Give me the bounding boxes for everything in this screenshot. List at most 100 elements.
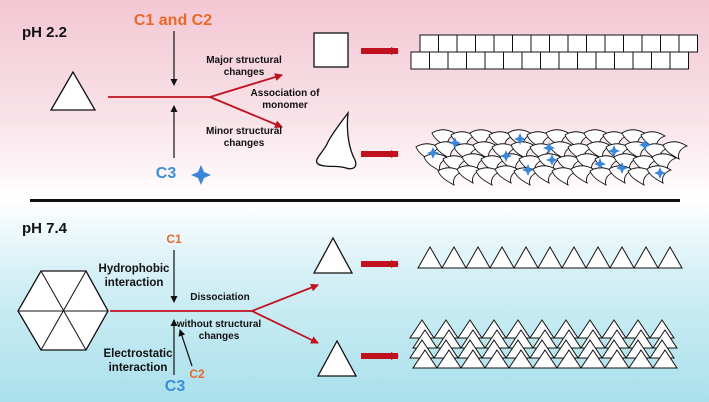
bottom-pathway-upper-branch xyxy=(251,283,319,312)
fibril-unit xyxy=(545,129,572,148)
bottom-pathway-lower-branch xyxy=(251,310,319,344)
square-block xyxy=(466,51,486,70)
blue-star-icon xyxy=(546,154,558,166)
panel-divider xyxy=(30,199,680,202)
stacked-triangle-aggregate xyxy=(409,319,678,369)
top-compound-c1-c2: C1 and C2 xyxy=(134,12,212,29)
top-upper-label-line1: Major structural xyxy=(206,55,282,66)
triangle-unit xyxy=(508,349,534,369)
fibril-unit xyxy=(605,143,632,162)
square-block xyxy=(521,51,541,70)
square-monomer-icon xyxy=(313,32,349,68)
square-block xyxy=(558,51,578,70)
square-block xyxy=(540,51,560,70)
fibril-unit xyxy=(518,155,545,174)
fibril-unit xyxy=(453,143,480,162)
top-compound-c3: C3 xyxy=(156,165,177,182)
square-block xyxy=(577,51,597,70)
fibril-unit xyxy=(480,155,507,174)
fibril-unit xyxy=(575,153,602,172)
square-block xyxy=(475,34,495,53)
bottom-c2-arrow xyxy=(178,329,193,367)
top-upper-label-line2: changes xyxy=(224,67,265,78)
square-block xyxy=(410,51,430,70)
triangle-unit xyxy=(628,349,654,369)
square-block xyxy=(660,34,680,53)
triangle-unit xyxy=(460,349,486,369)
fibril-unit xyxy=(570,165,597,184)
square-block xyxy=(567,34,587,53)
square-block xyxy=(669,51,689,70)
triangle-unit xyxy=(609,245,635,269)
fibril-unit xyxy=(583,129,610,148)
square-block xyxy=(651,51,671,70)
fibril-unit xyxy=(526,131,553,150)
triangle-unit xyxy=(513,245,539,269)
fibril-unit xyxy=(437,167,464,186)
fibril-unit xyxy=(475,167,502,186)
triangle-unit xyxy=(561,245,587,269)
fibril-unit xyxy=(548,141,575,160)
triangle-unit xyxy=(604,349,630,369)
hexamer-icon xyxy=(17,270,109,351)
bottom-compound-c3: C3 xyxy=(165,378,186,395)
triangle-unit xyxy=(537,245,563,269)
square-block xyxy=(641,34,661,53)
fibril-unit xyxy=(586,141,613,160)
top-panel: pH 2.2 C1 and C2 C3 Major structural cha… xyxy=(0,0,709,201)
fibril-unit xyxy=(491,143,518,162)
square-block xyxy=(632,51,652,70)
top-lower-label-line1: Minor structural xyxy=(206,126,282,137)
fibril-unit xyxy=(472,141,499,160)
fibril-unit xyxy=(510,141,537,160)
electrostatic-label-line2: interaction xyxy=(109,362,168,374)
fibril-unit xyxy=(621,129,648,148)
triangle-unit xyxy=(441,245,467,269)
square-block xyxy=(512,34,532,53)
triangle-unit xyxy=(489,245,515,269)
fibril-unit xyxy=(556,155,583,174)
square-block xyxy=(493,34,513,53)
triangle-unit xyxy=(633,245,659,269)
square-block xyxy=(595,51,615,70)
triangle-chain-aggregate xyxy=(417,245,683,269)
hydrophobic-label-line2: interaction xyxy=(105,277,164,289)
square-aggregate xyxy=(410,34,698,70)
triangle-unit xyxy=(412,349,438,369)
blue-star-icon xyxy=(594,158,606,170)
fibril-unit xyxy=(594,155,621,174)
top-pathway-lower-branch xyxy=(209,96,283,128)
triangle-unit xyxy=(657,245,683,269)
triangle-unit xyxy=(417,245,443,269)
fibril-unit xyxy=(564,131,591,150)
square-block xyxy=(530,34,550,53)
blue-star-icon xyxy=(191,165,211,185)
twisted-monomer-icon xyxy=(315,110,357,170)
bottom-compound-c1: C1 xyxy=(166,232,182,246)
triangle-unit xyxy=(556,349,582,369)
square-block xyxy=(549,34,569,53)
blue-star-icon xyxy=(427,147,439,159)
fibril-unit xyxy=(494,165,521,184)
square-block xyxy=(429,51,449,70)
square-block xyxy=(456,34,476,53)
square-block xyxy=(503,51,523,70)
square-block xyxy=(419,34,439,53)
bottom-monomer-triangle-lower-icon xyxy=(316,339,358,377)
bottom-panel: pH 7.4 C1 Hydrophobic interaction Electr… xyxy=(0,202,709,402)
fibril-unit xyxy=(651,153,678,172)
fibril-unit xyxy=(434,141,461,160)
bottom-panel-background xyxy=(0,202,709,402)
top-mid-label-line1: Association of xyxy=(251,88,321,99)
fibril-unit xyxy=(632,155,659,174)
fibril-unit xyxy=(442,155,469,174)
bottom-ph-label: pH 7.4 xyxy=(22,220,68,237)
fibril-unit xyxy=(602,131,629,150)
fibril-unit xyxy=(627,167,654,186)
hydrophobic-label-line1: Hydrophobic xyxy=(99,263,171,275)
fibril-unit xyxy=(662,141,689,160)
top-pathway-upper-branch xyxy=(209,73,283,98)
triangle-unit xyxy=(580,349,606,369)
fibril-unit xyxy=(537,153,564,172)
fibril-unit xyxy=(640,131,667,150)
